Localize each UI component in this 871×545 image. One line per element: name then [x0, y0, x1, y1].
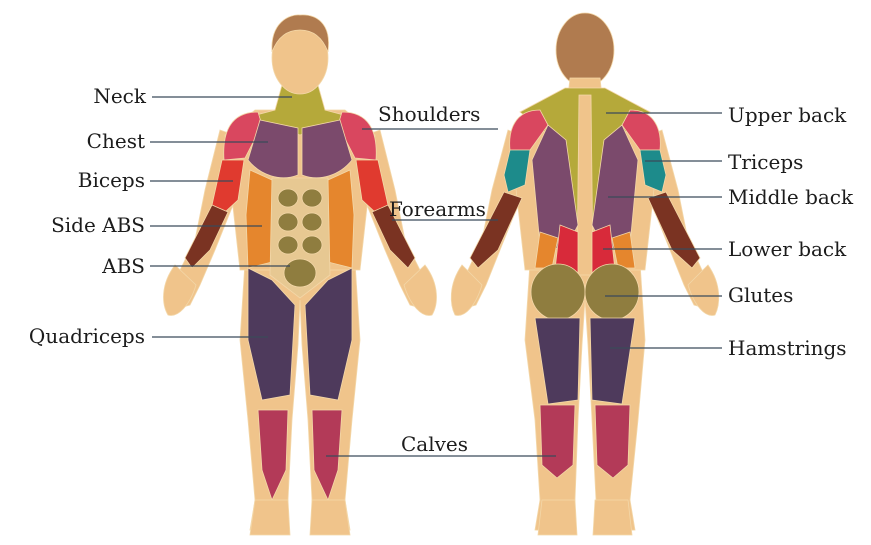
back-spine	[577, 95, 593, 275]
label-biceps: Biceps	[78, 170, 145, 190]
label-side-abs: Side ABS	[51, 215, 145, 235]
front-right-oblique	[328, 170, 354, 268]
abs-block	[278, 213, 298, 231]
abs-block	[302, 236, 322, 254]
back-left-glute	[531, 264, 585, 320]
back-right-foot	[593, 500, 632, 535]
front-right-foot	[310, 500, 350, 535]
label-quadriceps: Quadriceps	[29, 326, 145, 346]
abs-block	[302, 189, 322, 207]
label-hamstrings: Hamstrings	[728, 338, 847, 358]
back-left-foot	[538, 500, 577, 535]
label-shoulders: Shoulders	[378, 104, 480, 124]
front-left-foot	[250, 500, 290, 535]
label-neck: Neck	[93, 86, 146, 106]
abs-block	[278, 236, 298, 254]
label-triceps: Triceps	[728, 152, 803, 172]
label-lower-back: Lower back	[728, 239, 846, 259]
abs-block	[284, 259, 316, 287]
label-upper-back: Upper back	[728, 105, 846, 125]
back-left-calf	[540, 405, 575, 478]
label-middle-back: Middle back	[728, 187, 853, 207]
back-right-calf	[595, 405, 630, 478]
back-right-glute	[585, 264, 639, 320]
label-calves: Calves	[401, 434, 468, 454]
back-head	[556, 13, 614, 87]
abs-block	[278, 189, 298, 207]
label-chest: Chest	[87, 131, 145, 151]
abs-block	[302, 213, 322, 231]
label-abs: ABS	[102, 256, 145, 276]
front-body	[164, 15, 437, 535]
front-left-oblique	[246, 170, 272, 268]
label-forearms: Forearms	[389, 199, 486, 219]
label-glutes: Glutes	[728, 285, 793, 305]
back-body	[451, 13, 719, 535]
